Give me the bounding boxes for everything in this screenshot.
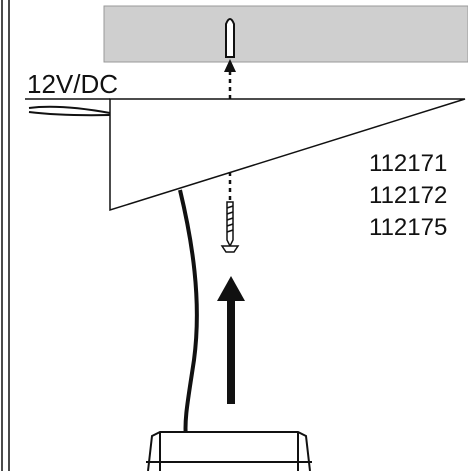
lamp-cable	[178, 189, 199, 439]
wall-plug	[225, 18, 235, 58]
wedge-bracket	[109, 98, 466, 212]
ceiling-block	[103, 5, 468, 63]
screw-icon	[220, 201, 240, 253]
article-number: 112171	[369, 150, 448, 177]
power-label: 12V/DC	[27, 69, 119, 99]
large-arrow-head	[217, 276, 245, 301]
small-arrow-up	[224, 59, 236, 72]
article-number-list: 112171 112172 112175	[369, 152, 447, 248]
article-number: 112172	[369, 182, 448, 209]
power-cable-wire-1	[28, 105, 111, 114]
lamp-housing	[146, 431, 312, 471]
power-cable-wire-2	[28, 111, 111, 117]
article-number: 112175	[369, 214, 448, 241]
large-arrow-shaft	[227, 300, 235, 404]
